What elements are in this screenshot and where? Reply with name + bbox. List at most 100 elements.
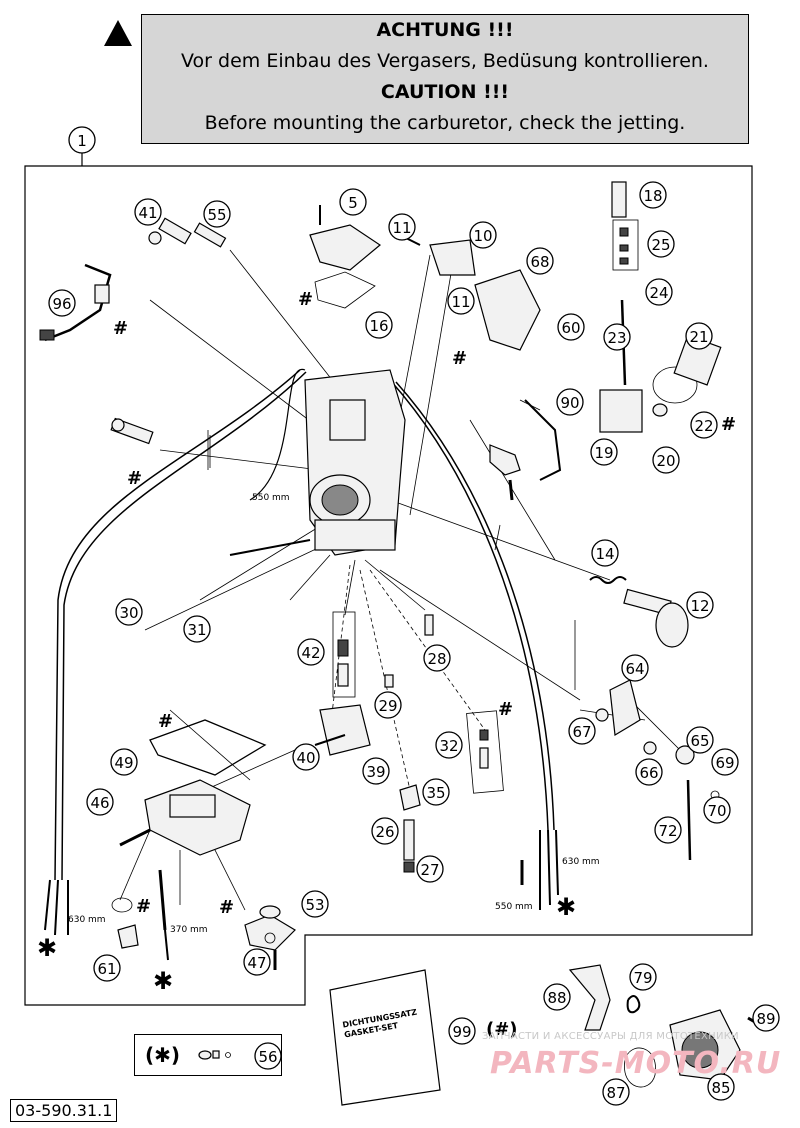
callout-number: 41 bbox=[138, 204, 157, 222]
callout-number: 53 bbox=[305, 896, 324, 914]
callout-number: 20 bbox=[656, 452, 675, 470]
float bbox=[314, 704, 371, 756]
callout-number: 16 bbox=[369, 317, 388, 335]
callout-47: 47 bbox=[243, 948, 271, 976]
callout-number: 21 bbox=[689, 328, 708, 346]
inlet-fitting bbox=[110, 417, 154, 445]
callout-72: 72 bbox=[654, 816, 682, 844]
callout-number: 96 bbox=[52, 295, 71, 313]
callout-number: 88 bbox=[547, 989, 566, 1007]
throttle-linkage bbox=[595, 679, 720, 861]
callout-96: 96 bbox=[48, 289, 76, 317]
callout-circle bbox=[374, 691, 402, 719]
callout-number: 29 bbox=[378, 697, 397, 715]
callout-circle bbox=[110, 748, 138, 776]
gasket-marker: # bbox=[498, 699, 513, 720]
callout-number: 49 bbox=[114, 754, 133, 772]
callout-number: 11 bbox=[392, 219, 411, 237]
callout-27: 27 bbox=[416, 855, 444, 883]
callout-circle bbox=[86, 788, 114, 816]
gasket-set-marker: (#) bbox=[486, 1019, 518, 1040]
callout-number: 5 bbox=[348, 194, 358, 212]
gasket-marker: # bbox=[298, 289, 313, 310]
hose-length-550-lower: 550 mm bbox=[495, 902, 533, 912]
callout-number: 64 bbox=[625, 660, 644, 678]
callout-circle bbox=[526, 247, 554, 275]
callout-66: 66 bbox=[635, 758, 663, 786]
callout-circle bbox=[629, 963, 657, 991]
callout-number: 27 bbox=[420, 861, 439, 879]
callout-39: 39 bbox=[362, 757, 390, 785]
callout-circle bbox=[362, 757, 390, 785]
callout-circle bbox=[707, 1073, 735, 1101]
callout-number: 85 bbox=[711, 1079, 730, 1097]
hose-kit-markers: ✱ ✱ ✱ bbox=[37, 893, 576, 995]
accelerator-pump bbox=[599, 299, 722, 433]
callout-circle bbox=[602, 1078, 630, 1106]
caution-text-en: Before mounting the carburetor, check th… bbox=[204, 112, 686, 134]
callout-28: 28 bbox=[423, 644, 451, 672]
callout-circle bbox=[645, 278, 673, 306]
callout-number: 10 bbox=[473, 227, 492, 245]
callout-11: 11 bbox=[447, 287, 475, 315]
callout-number: 11 bbox=[451, 293, 470, 311]
callout-circle bbox=[115, 598, 143, 626]
top-cover bbox=[309, 205, 382, 309]
callout-circle bbox=[416, 855, 444, 883]
document-id: 03-590.31.1 bbox=[10, 1099, 118, 1122]
callout-circle bbox=[339, 188, 367, 216]
legend-symbol: (✱) bbox=[145, 1043, 181, 1067]
callout-number: 47 bbox=[247, 954, 266, 972]
callout-circle bbox=[621, 654, 649, 682]
callout-circle bbox=[297, 638, 325, 666]
callout-11: 11 bbox=[388, 213, 416, 241]
callout-circle bbox=[365, 311, 393, 339]
callout-5: 5 bbox=[339, 188, 367, 216]
callout-circle bbox=[68, 126, 96, 154]
drain-screw bbox=[111, 897, 139, 949]
gasket-marker: # bbox=[721, 414, 736, 435]
callout-circle bbox=[557, 313, 585, 341]
caution-text-de: Vor dem Einbau des Vergasers, Bedüsung k… bbox=[181, 50, 709, 72]
bowl-pump bbox=[244, 905, 296, 970]
gasket-marker: # bbox=[136, 896, 151, 917]
callout-number: 25 bbox=[651, 236, 670, 254]
caution-title-en: CAUTION !!! bbox=[380, 81, 510, 103]
callout-circle bbox=[635, 758, 663, 786]
callout-number: 26 bbox=[375, 823, 394, 841]
callout-circle bbox=[639, 181, 667, 209]
callout-circle bbox=[711, 748, 739, 776]
callout-55: 55 bbox=[203, 200, 231, 228]
hose-kit-legend-box: (✱) bbox=[134, 1034, 282, 1076]
carburetor-body bbox=[229, 369, 406, 556]
short-hoses bbox=[44, 829, 559, 961]
callout-circle bbox=[134, 198, 162, 226]
callout-number: 39 bbox=[366, 763, 385, 781]
callout-18: 18 bbox=[639, 181, 667, 209]
callout-circle bbox=[292, 743, 320, 771]
callout-99: 99 bbox=[448, 1017, 476, 1045]
caution-title-de: ACHTUNG !!! bbox=[376, 19, 514, 41]
callout-number: 31 bbox=[187, 621, 206, 639]
callout-26: 26 bbox=[371, 817, 399, 845]
caution-box: ACHTUNG !!! Vor dem Einbau des Vergasers… bbox=[141, 14, 749, 144]
jet-set bbox=[611, 181, 639, 271]
callout-number: 70 bbox=[707, 802, 726, 820]
callout-67: 67 bbox=[568, 717, 596, 745]
callout-number: 28 bbox=[427, 650, 446, 668]
callout-number: 67 bbox=[572, 723, 591, 741]
callout-circle bbox=[48, 289, 76, 317]
callout-number: 32 bbox=[439, 737, 458, 755]
watermark-tagline: ЗАПЧАСТИ И АКСЕССУАРЫ ДЛЯ МОТОТЕХНИКИ bbox=[482, 1031, 739, 1042]
hose-length-370: 370 mm bbox=[170, 925, 208, 935]
callout-89: 89 bbox=[752, 1004, 780, 1032]
gasket-marker: # bbox=[452, 348, 467, 369]
callout-number: 42 bbox=[301, 644, 320, 662]
callout-24: 24 bbox=[645, 278, 673, 306]
callout-35: 35 bbox=[422, 778, 450, 806]
callout-circle bbox=[423, 644, 451, 672]
callout-circle bbox=[203, 200, 231, 228]
callout-number: 12 bbox=[690, 597, 709, 615]
callout-number: 69 bbox=[715, 754, 734, 772]
